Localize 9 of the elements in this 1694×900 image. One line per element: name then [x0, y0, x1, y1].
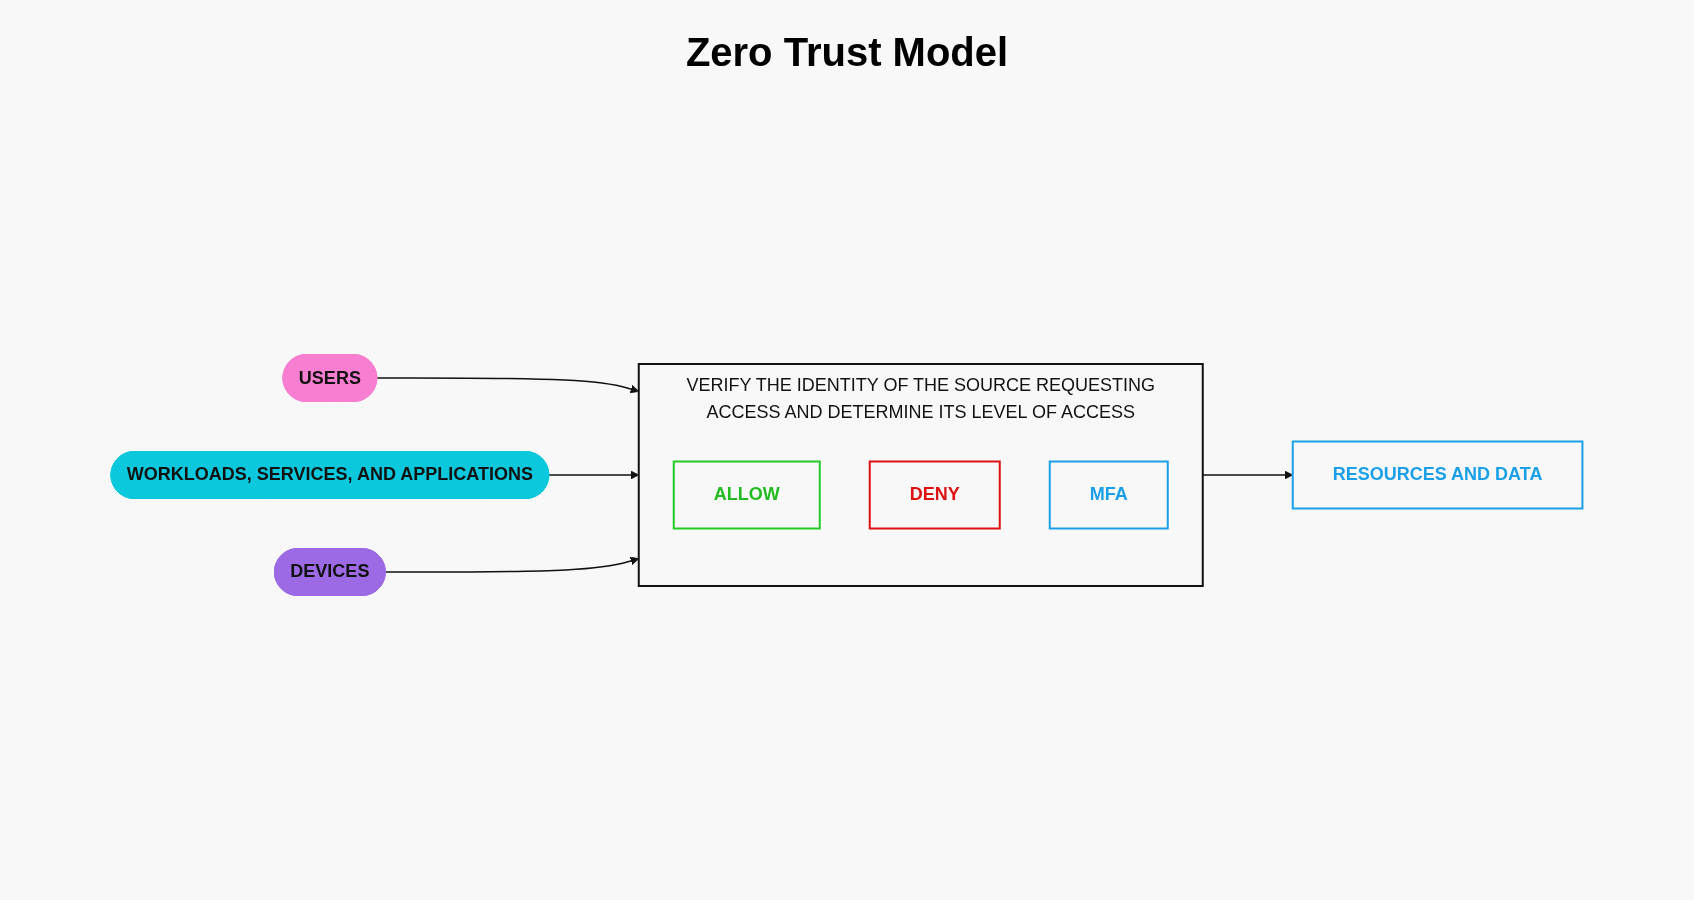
diagram-title: Zero Trust Model	[684, 30, 1010, 75]
node-box: ALLOW	[673, 460, 821, 530]
node-box: RESOURCES AND DATA	[1292, 440, 1584, 510]
arrow	[548, 470, 640, 480]
arrow	[1202, 470, 1294, 480]
arrow	[376, 377, 640, 394]
node-box: MFA	[1049, 460, 1170, 530]
arrow	[384, 556, 640, 573]
node-box: DENY	[869, 460, 1002, 530]
